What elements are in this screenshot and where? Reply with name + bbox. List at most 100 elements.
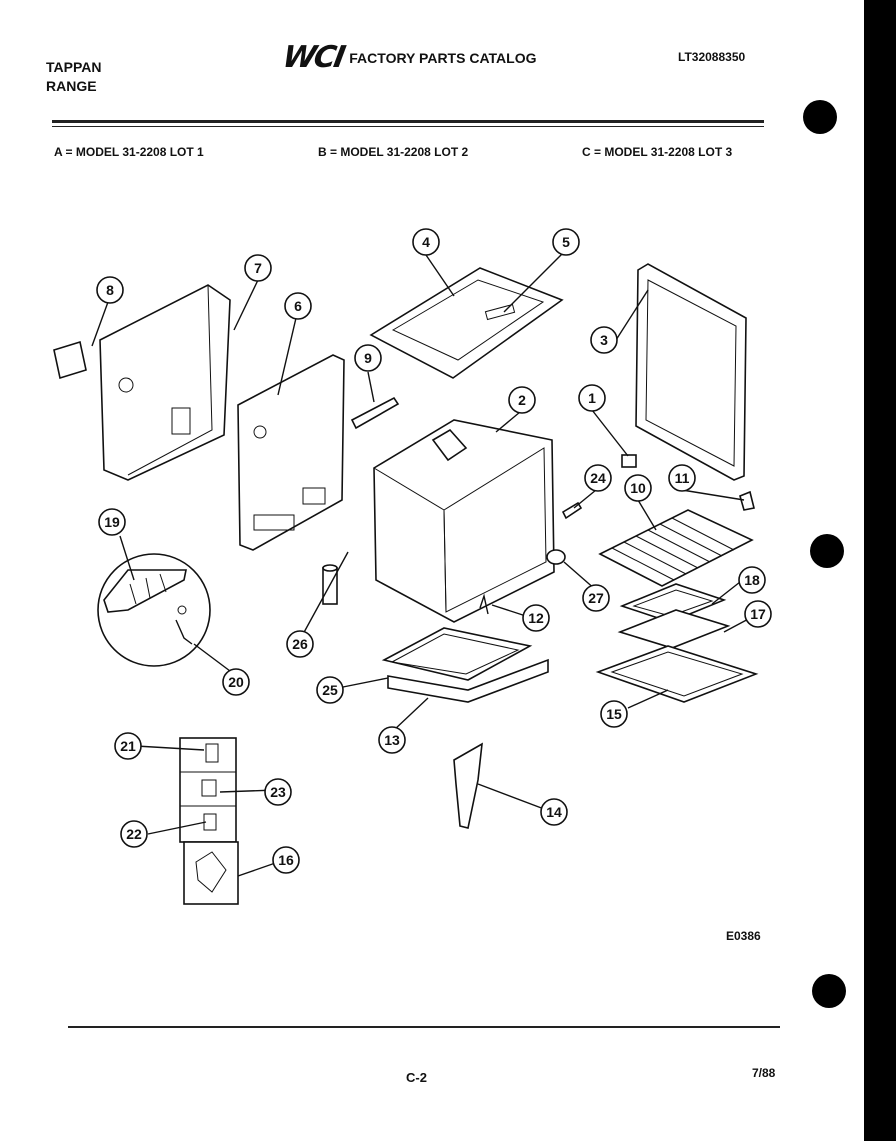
svg-text:6: 6 xyxy=(294,298,302,314)
revision-date: 7/88 xyxy=(752,1066,776,1080)
diagram-line xyxy=(253,425,267,439)
diagram-line xyxy=(205,743,219,763)
diagram-line xyxy=(145,577,151,599)
parts-21-23-22-box xyxy=(179,737,237,843)
svg-text:5: 5 xyxy=(562,234,570,250)
product-type: RANGE xyxy=(46,78,97,94)
svg-text:16: 16 xyxy=(278,852,294,868)
callout-26: 26 xyxy=(286,630,314,658)
callout-1: 1 xyxy=(578,384,606,412)
diagram-line xyxy=(302,487,326,505)
model-a-label: A = MODEL 31-2208 LOT 1 xyxy=(54,145,204,159)
svg-text:7: 7 xyxy=(254,260,262,276)
diagram-line xyxy=(610,651,744,697)
callout-7: 7 xyxy=(244,254,272,282)
part-15-drawing xyxy=(595,645,759,703)
callout-15: 15 xyxy=(600,700,628,728)
part-16-box xyxy=(183,841,239,905)
svg-text:12: 12 xyxy=(528,610,544,626)
diagram-line xyxy=(195,851,227,893)
callout-14: 14 xyxy=(540,798,568,826)
binder-hole-middle xyxy=(810,534,844,568)
callout-2: 2 xyxy=(508,386,536,414)
figure-code: E0386 xyxy=(726,929,761,943)
scan-edge xyxy=(0,0,8,1141)
callout-27: 27 xyxy=(582,584,610,612)
binder-hole-top xyxy=(803,100,837,134)
part-2-drawing xyxy=(373,419,555,623)
page-number: C-2 xyxy=(406,1070,427,1085)
part-17-drawing xyxy=(617,609,731,649)
diagram-line xyxy=(322,564,338,572)
svg-text:17: 17 xyxy=(750,606,766,622)
svg-text:20: 20 xyxy=(228,674,244,690)
callout-18: 18 xyxy=(738,566,766,594)
callout-17: 17 xyxy=(744,600,772,628)
model-b-label: B = MODEL 31-2208 LOT 2 xyxy=(318,145,469,159)
svg-text:24: 24 xyxy=(590,470,606,486)
part-14-drawing xyxy=(453,742,483,829)
exploded-parts-diagram: 1 2 3 4 5 6 7 8 9 10 11 12 13 14 15 16 1… xyxy=(53,228,772,905)
callout-25: 25 xyxy=(316,676,344,704)
part-27-drawing xyxy=(546,549,566,565)
part-8-drawing xyxy=(53,340,87,380)
diagram-line xyxy=(632,589,714,617)
callout-12: 12 xyxy=(522,604,550,632)
diagram-line xyxy=(127,284,213,476)
diagram-line xyxy=(390,633,520,675)
diagram-line xyxy=(484,303,516,321)
diagram-line xyxy=(645,279,737,467)
diagram-line xyxy=(611,517,735,581)
footer-rule xyxy=(68,1026,780,1028)
diagram-line xyxy=(159,573,167,593)
callout-19: 19 xyxy=(98,508,126,536)
diagram-line xyxy=(171,407,191,435)
part-11-drawing xyxy=(739,490,755,511)
svg-text:27: 27 xyxy=(588,590,604,606)
callout-4: 4 xyxy=(412,228,440,256)
brand-name: TAPPAN xyxy=(46,59,102,75)
svg-text:9: 9 xyxy=(364,350,372,366)
part-9-drawing xyxy=(350,396,400,430)
diagram-line xyxy=(118,377,134,393)
diagram-line xyxy=(253,514,295,531)
callout-5: 5 xyxy=(552,228,580,256)
diagram-line xyxy=(177,605,187,615)
callout-21: 21 xyxy=(114,732,142,760)
parts-catalog-page: TAPPAN RANGE WCI FACTORY PARTS CATALOG L… xyxy=(8,0,864,1141)
callout-10: 10 xyxy=(624,474,652,502)
callout-11: 11 xyxy=(668,464,696,492)
part-6-drawing xyxy=(237,354,345,551)
svg-text:8: 8 xyxy=(106,282,114,298)
diagram-line xyxy=(129,583,137,605)
callout-8: 8 xyxy=(96,276,124,304)
header-rule-bottom xyxy=(52,126,764,127)
svg-text:19: 19 xyxy=(104,514,120,530)
part-13-drawing xyxy=(387,658,549,703)
svg-text:23: 23 xyxy=(270,784,286,800)
diagram-line xyxy=(391,279,545,361)
part-3-drawing xyxy=(635,263,747,481)
diagram-line xyxy=(175,619,193,645)
diagram-line xyxy=(103,569,187,613)
callout-3: 3 xyxy=(590,326,618,354)
svg-text:26: 26 xyxy=(292,636,308,652)
callout-16: 16 xyxy=(272,846,300,874)
binder-hole-bottom xyxy=(812,974,846,1008)
svg-text:3: 3 xyxy=(600,332,608,348)
svg-text:4: 4 xyxy=(422,234,430,250)
svg-text:2: 2 xyxy=(518,392,526,408)
part-4-drawing xyxy=(369,267,564,379)
diagram-line xyxy=(431,428,468,462)
svg-text:21: 21 xyxy=(120,738,136,754)
svg-text:11: 11 xyxy=(675,470,690,486)
callout-23: 23 xyxy=(264,778,292,806)
callout-20: 20 xyxy=(222,668,250,696)
header-rule-top xyxy=(52,120,764,123)
catalog-title: FACTORY PARTS CATALOG xyxy=(349,49,537,66)
callout-6: 6 xyxy=(284,292,312,320)
part-18-drawing xyxy=(619,583,727,623)
part-1-drawing xyxy=(621,454,637,468)
svg-text:15: 15 xyxy=(606,706,622,722)
svg-text:1: 1 xyxy=(588,390,596,406)
